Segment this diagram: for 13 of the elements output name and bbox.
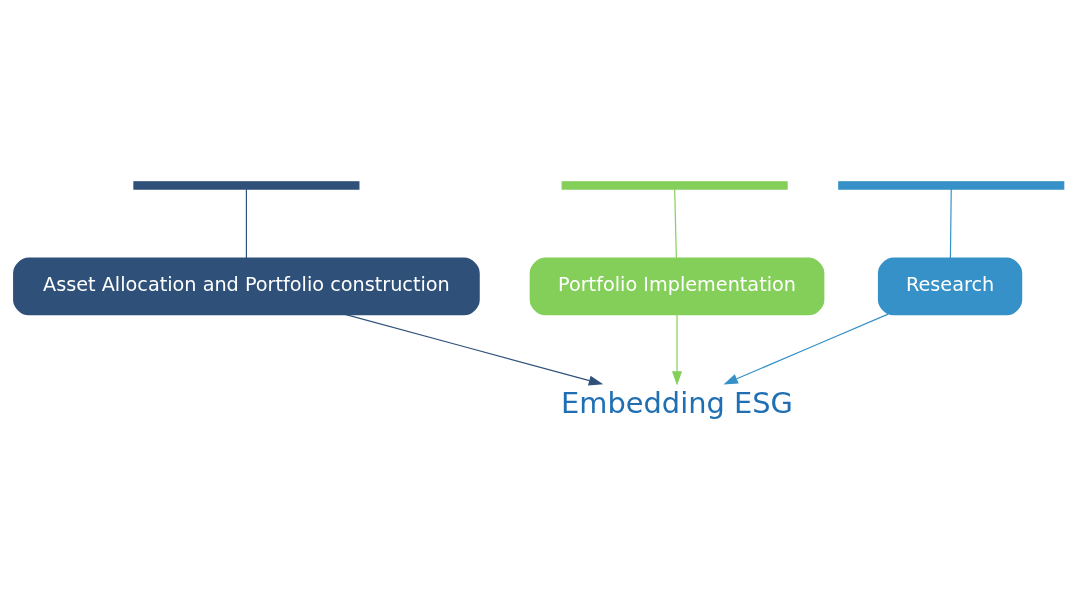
node-bar: [561, 180, 788, 190]
connector: [245, 187, 247, 259]
node-bar: [838, 180, 1065, 190]
connector: [674, 187, 677, 259]
node-bar: [133, 180, 360, 190]
arrow: [723, 313, 889, 384]
arrow: [343, 313, 604, 385]
connector: [949, 187, 952, 259]
arrow: [671, 313, 683, 386]
node-box: Portfolio Implementation: [529, 257, 825, 315]
node-box: Asset Allocation and Portfolio construction: [13, 257, 480, 315]
node-text: Embedding ESG: [561, 385, 793, 420]
node-box: Research: [877, 257, 1023, 315]
